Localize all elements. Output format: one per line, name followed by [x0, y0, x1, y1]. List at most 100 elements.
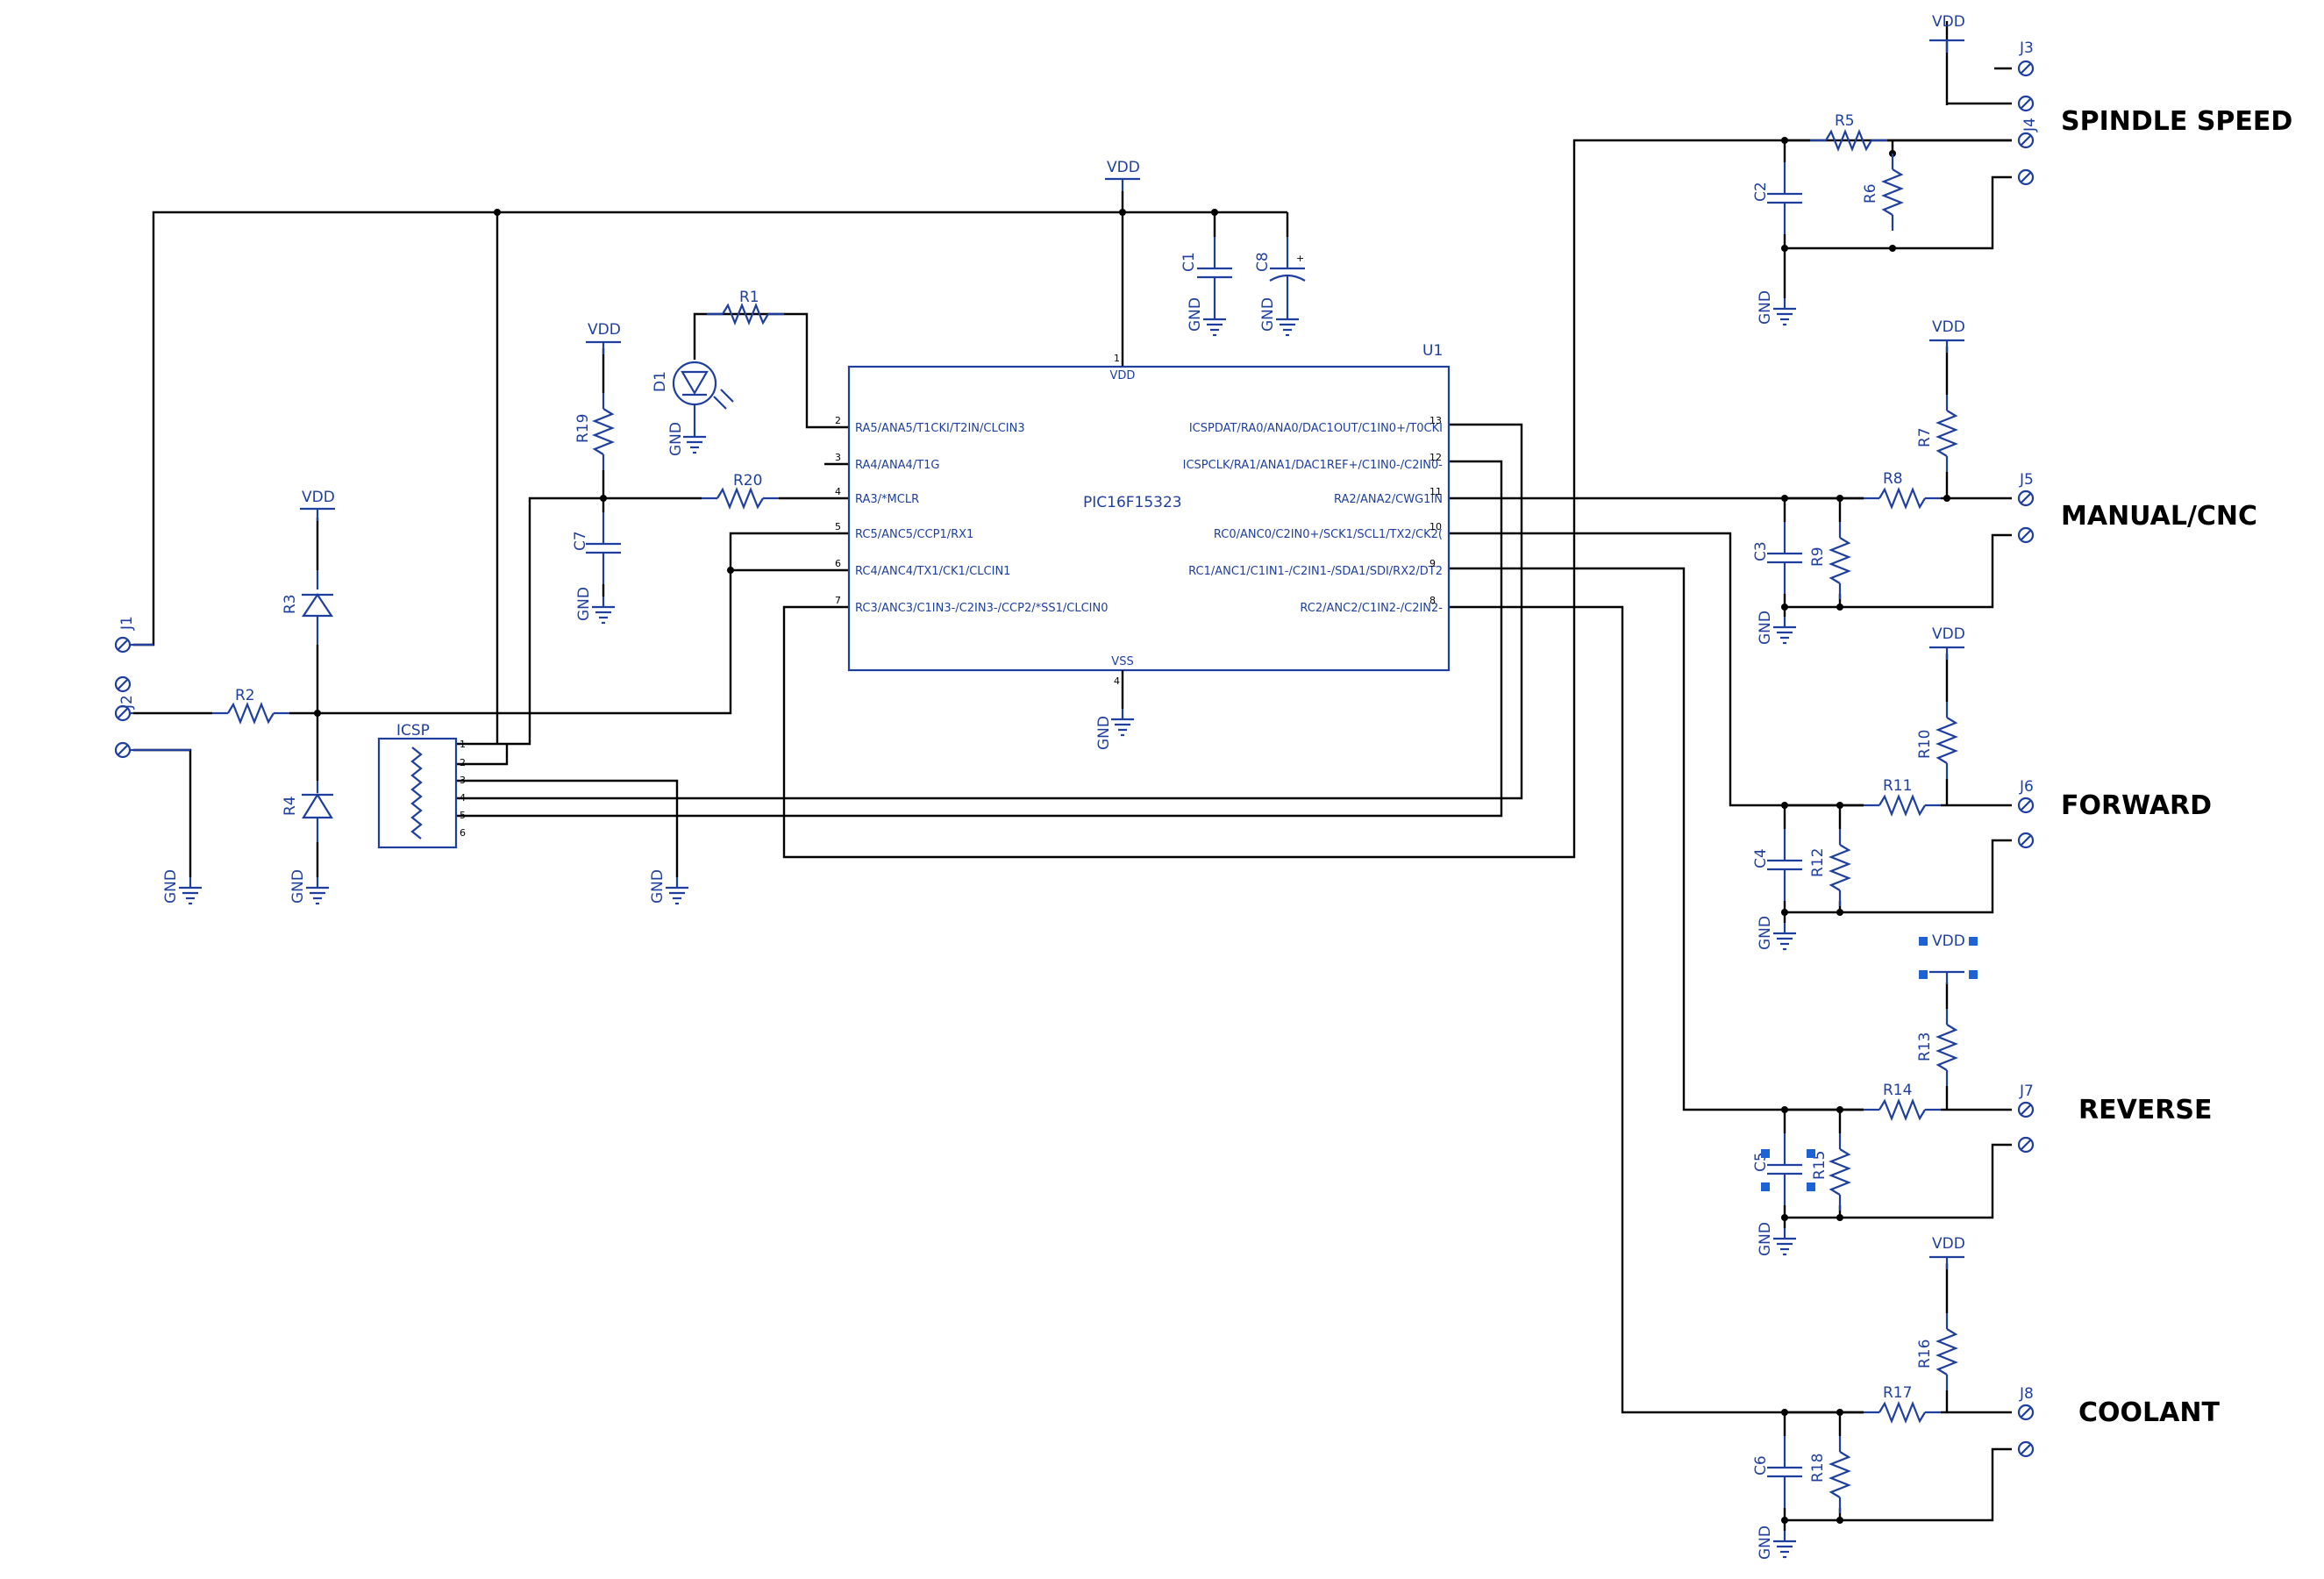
j-gnd-label: GND: [162, 869, 180, 904]
r5-label: R5: [1835, 112, 1855, 130]
pin-number-9: 9: [1429, 558, 1436, 569]
resistor-r6[interactable]: R6: [1862, 152, 1903, 232]
resistor-r20[interactable]: R20: [700, 472, 781, 509]
j6-label: J6: [2019, 778, 2034, 796]
connector-j8[interactable]: J8 COOLANT: [2017, 1385, 2220, 1458]
icsp-pin-1: 1: [460, 739, 466, 750]
resistor-r11[interactable]: R11: [1862, 777, 1943, 816]
r19-vdd-label: VDD: [588, 321, 621, 339]
chip-ref: U1: [1422, 342, 1443, 360]
resistor-r14[interactable]: R14: [1862, 1082, 1943, 1120]
chip-vdd-supply[interactable]: VDD: [1103, 159, 1142, 193]
r4-gnd-label: GND: [289, 869, 307, 904]
pin-label-rc2: RC2/ANC2/C1IN2-/C2IN2-: [1300, 602, 1443, 615]
manual-cnc-label: MANUAL/CNC: [2061, 501, 2257, 532]
reverse-vdd-selected[interactable]: VDD: [1919, 932, 1978, 986]
resistor-r12[interactable]: R12: [1809, 827, 1850, 908]
connector-j1-j2-j3[interactable]: J1 J2 GND: [114, 616, 203, 905]
pin-number-10: 10: [1429, 521, 1442, 532]
pin-label-ra5: RA5/ANA5/T1CKI/T2IN/CLCIN3: [855, 422, 1025, 435]
connector-j7[interactable]: J7 REVERSE: [2017, 1082, 2213, 1154]
d1-gnd-label: GND: [667, 422, 685, 456]
r18-label: R18: [1809, 1454, 1827, 1483]
connector-j6[interactable]: J6 FORWARD: [2017, 778, 2212, 849]
pin-number-5: 5: [835, 521, 841, 532]
reverse-vdd-label: VDD: [1932, 932, 1965, 950]
resistor-r2[interactable]: R2: [210, 687, 291, 724]
capacitor-c8[interactable]: + C8 GND: [1254, 237, 1306, 337]
r3-vdd-label: VDD: [302, 489, 335, 506]
pin-number-12: 12: [1429, 452, 1442, 463]
spindle-speed-vdd[interactable]: VDD: [1928, 13, 1966, 54]
resistor-r19[interactable]: R19: [574, 391, 614, 472]
pin-label-ra1: ICSPCLK/RA1/ANA1/DAC1REF+/C1IN0-/C2IN0-: [1183, 459, 1444, 472]
vdd-label: VDD: [1107, 159, 1140, 176]
forward-label: FORWARD: [2061, 790, 2212, 821]
icsp-label: ICSP: [396, 722, 430, 739]
pin-number-13: 13: [1429, 415, 1442, 426]
resistor-r18[interactable]: R18: [1809, 1434, 1850, 1515]
resistor-r16[interactable]: R16: [1916, 1311, 1957, 1392]
capacitor-c6[interactable]: C6 GND: [1752, 1434, 1804, 1560]
chip-gnd-label: GND: [1095, 716, 1113, 750]
spindle-vdd-label: VDD: [1932, 13, 1965, 31]
diode-r3[interactable]: R3: [282, 570, 334, 645]
chip-right-pins: ICSPDAT/RA0/ANA0/DAC1OUT/C1IN0+/T0CKI 13…: [1183, 415, 1444, 615]
capacitor-c3[interactable]: C3 GND: [1752, 520, 1804, 645]
capacitor-c4[interactable]: C4 GND: [1752, 827, 1804, 951]
resistor-r1[interactable]: R1: [705, 289, 786, 325]
led-d1[interactable]: D1 GND: [652, 361, 734, 456]
pin-number-2: 2: [835, 415, 841, 426]
c6-gnd-label: GND: [1757, 1525, 1774, 1560]
chip-vss-pin-label: VSS: [1111, 655, 1133, 668]
r19-vdd-supply[interactable]: VDD: [584, 321, 623, 356]
capacitor-c1[interactable]: C1 GND: [1180, 235, 1234, 337]
capacitor-c2[interactable]: C2 GND: [1752, 161, 1804, 326]
capacitor-c7[interactable]: C7 GND: [572, 511, 623, 625]
pin-label-rc3: RC3/ANC3/C1IN3-/C2IN3-/CCP2/*SS1/CLCIN0: [855, 602, 1108, 615]
r9-label: R9: [1809, 547, 1827, 567]
coolant-vdd[interactable]: VDD: [1928, 1235, 1966, 1271]
microcontroller-u1[interactable]: U1 PIC16F15323 VDD VSS 1 4 GND RA5/ANA5/…: [835, 342, 1451, 750]
j2-label: J2: [118, 695, 136, 710]
r8-label: R8: [1883, 470, 1903, 488]
r12-label: R12: [1809, 848, 1827, 877]
forward-vdd[interactable]: VDD: [1928, 625, 1966, 661]
c2-gnd-label: GND: [1757, 290, 1774, 325]
c3-label: C3: [1752, 541, 1770, 561]
r1-label: R1: [739, 289, 759, 306]
pin-number-3: 3: [835, 452, 841, 463]
resistor-r10[interactable]: R10: [1916, 700, 1957, 781]
resistor-r9[interactable]: R9: [1809, 520, 1850, 601]
chip-left-pins: RA5/ANA5/T1CKI/T2IN/CLCIN3 2 RA4/ANA4/T1…: [835, 415, 1108, 615]
junction-dots: [314, 137, 1950, 1524]
vdd-r3[interactable]: VDD: [298, 489, 337, 523]
resistor-r5[interactable]: R5: [1808, 112, 1889, 151]
j3-label: J3: [2019, 39, 2034, 57]
coolant-vdd-label: VDD: [1932, 1235, 1965, 1253]
manual-vdd-label: VDD: [1932, 318, 1965, 336]
resistor-r8[interactable]: R8: [1862, 470, 1943, 509]
resistor-r7[interactable]: R7: [1916, 393, 1957, 474]
diode-r4[interactable]: R4 GND: [282, 781, 333, 905]
resistor-r13[interactable]: R13: [1916, 1007, 1957, 1088]
j7-label: J7: [2019, 1082, 2034, 1100]
icsp-header[interactable]: ICSP 1 2 3 4 5 6 GND: [377, 722, 690, 905]
r14-label: R14: [1883, 1082, 1912, 1099]
manual-vdd[interactable]: VDD: [1928, 318, 1966, 354]
icsp-pin-5: 5: [460, 810, 466, 821]
r20-label: R20: [733, 472, 762, 489]
resistor-r15[interactable]: R15: [1811, 1132, 1850, 1212]
connector-j5[interactable]: J5 MANUAL/CNC: [2017, 471, 2257, 544]
connector-j3-j4[interactable]: J3 J4 SPINDLE SPEED: [2017, 39, 2292, 186]
icsp-pin-4: 4: [460, 792, 466, 804]
chip-vdd-pin-label: VDD: [1110, 369, 1136, 382]
reverse-label: REVERSE: [2078, 1095, 2213, 1125]
r7-label: R7: [1916, 427, 1934, 447]
pin-label-rc1: RC1/ANC1/C1IN1-/C2IN1-/SDA1/SDI/RX2/DT2: [1188, 565, 1443, 578]
forward-vdd-label: VDD: [1932, 625, 1965, 643]
pin-label-ra0: ICSPDAT/RA0/ANA0/DAC1OUT/C1IN0+/T0CKI: [1189, 422, 1443, 435]
r13-label: R13: [1916, 1032, 1934, 1061]
capacitor-c5-selected[interactable]: C5 GND: [1752, 1132, 1815, 1256]
resistor-r17[interactable]: R17: [1862, 1384, 1943, 1423]
